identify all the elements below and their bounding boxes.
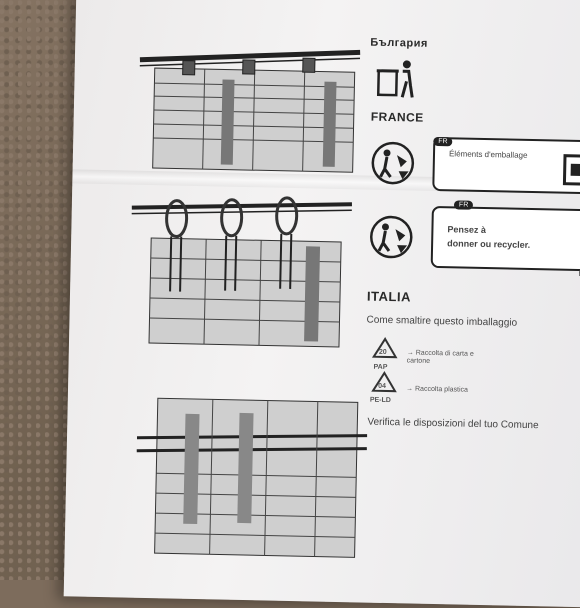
pe-ld-code-number: 04 [378, 383, 386, 391]
trash-bin-person-icon [376, 59, 413, 100]
recycle-line-1: Pensez à [447, 224, 486, 235]
triman-icon-2 [369, 215, 414, 260]
triman-icon [370, 141, 415, 186]
pap-arrow-text: → Raccolta di carta e cartone [407, 349, 477, 366]
curtain-illustration-rod-pocket [134, 393, 368, 568]
italia-footer: Verifica le disposizioni del tuo Comune [367, 417, 538, 432]
packaging-elements-text: Éléments d'emballage [449, 149, 528, 160]
fr-tag-2: FR [454, 200, 474, 209]
package-sheet: България FRANCE FR Éléments d'emballage … [64, 0, 580, 608]
france-packaging-box: FR Éléments d'emballage [432, 137, 580, 195]
france-title: FRANCE [371, 110, 424, 125]
pe-ld-code-name: PE-LD [370, 397, 391, 405]
recycle-line-2: donner ou recycler. [447, 238, 530, 250]
bulgaria-title: България [370, 37, 428, 50]
france-recycle-box: FR Pensez à donner ou recycler. [431, 206, 580, 272]
fr-tag-1: FR [433, 137, 453, 146]
curtain-illustration-rail [133, 38, 366, 173]
pe-ld-arrow-text: → Raccolta plastica [406, 385, 468, 394]
bin-icon [562, 152, 580, 187]
pap-code-number: 20 [379, 349, 387, 357]
italia-title: ITALIA [367, 289, 411, 305]
curtain-illustration-rings [124, 188, 357, 353]
italia-instruction: Come smaltire questo imballaggio [366, 315, 517, 329]
